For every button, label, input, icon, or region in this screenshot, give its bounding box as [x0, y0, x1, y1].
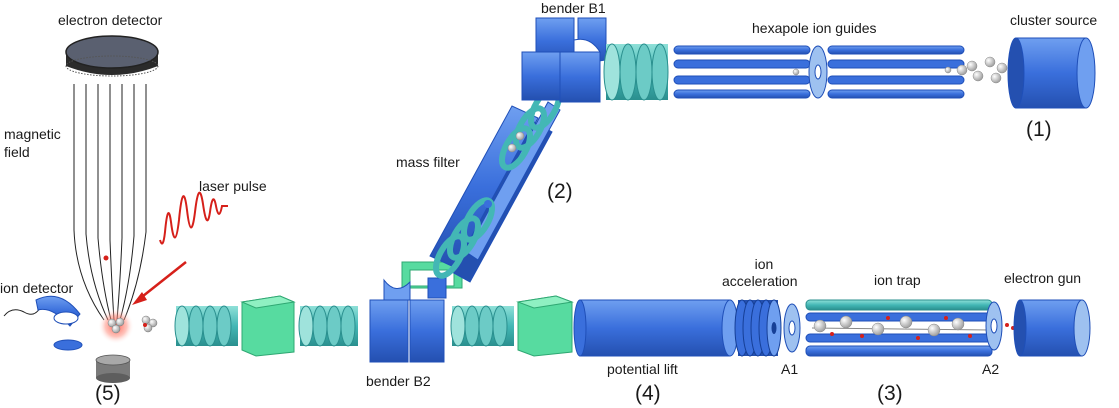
label-a2: A2: [982, 361, 1000, 377]
label-magnetic-field-line1: magnetic: [4, 126, 61, 142]
electron-gun: [1013, 299, 1091, 357]
einzel-lens-3: [450, 305, 514, 347]
label-a1: A1: [781, 361, 799, 377]
base-cylinder: [95, 354, 131, 383]
bender-b1: [521, 17, 607, 103]
bender-b2: [369, 261, 463, 363]
ion-detector-device: [3, 295, 83, 351]
label-bender-b1: bender B1: [541, 0, 606, 16]
label-stage-3: (3): [877, 382, 903, 405]
electron-dot: [103, 255, 109, 261]
label-ion-acceleration-line1: ion: [754, 256, 774, 272]
laser-pulse-wave: [159, 191, 228, 245]
electron-detector: [65, 35, 159, 77]
einzel-lens-1: [174, 305, 238, 347]
ion-trap: [805, 299, 993, 357]
label-ion-detector: ion detector: [0, 280, 74, 296]
label-mass-filter: mass filter: [396, 154, 460, 170]
incoming-cluster: [141, 315, 158, 333]
label-bender-b2: bender B2: [366, 373, 431, 389]
mass-filter: [429, 85, 562, 283]
cluster-plume: [956, 56, 1008, 84]
einzel-lens-top: [603, 43, 669, 101]
label-stage-1: (1): [1026, 118, 1052, 141]
deflector-2: [516, 295, 574, 357]
hexapole-ion-guides: [673, 45, 965, 99]
label-ion-trap: ion trap: [874, 272, 921, 288]
label-electron-gun: electron gun: [1004, 270, 1082, 286]
deflector-1: [240, 295, 296, 357]
ion-acceleration-stack: [734, 299, 782, 357]
label-magnetic-field-line2: field: [4, 144, 30, 160]
trapped-clusters: [813, 315, 972, 340]
label-hexapole-ion-guides: hexapole ion guides: [752, 20, 877, 36]
aperture-a1: [783, 303, 801, 353]
magnetic-field-lines: [73, 84, 147, 321]
cluster-at-interaction: [107, 317, 125, 334]
laser-arrowhead: [132, 292, 147, 305]
label-stage-5: (5): [95, 382, 121, 405]
cluster-source-device: [1007, 37, 1096, 109]
label-cluster-source: cluster source: [1010, 12, 1098, 28]
label-stage-2: (2): [547, 180, 573, 203]
aperture-a2: [985, 301, 1015, 351]
label-electron-detector: electron detector: [58, 12, 163, 28]
label-potential-lift: potential lift: [607, 361, 678, 377]
einzel-lens-2: [298, 305, 358, 347]
label-ion-acceleration-line2: acceleration: [722, 273, 798, 289]
label-stage-4: (4): [635, 382, 661, 405]
label-laser-pulse: laser pulse: [199, 178, 267, 194]
potential-lift: [573, 299, 739, 357]
laser-arrow: [137, 261, 187, 301]
